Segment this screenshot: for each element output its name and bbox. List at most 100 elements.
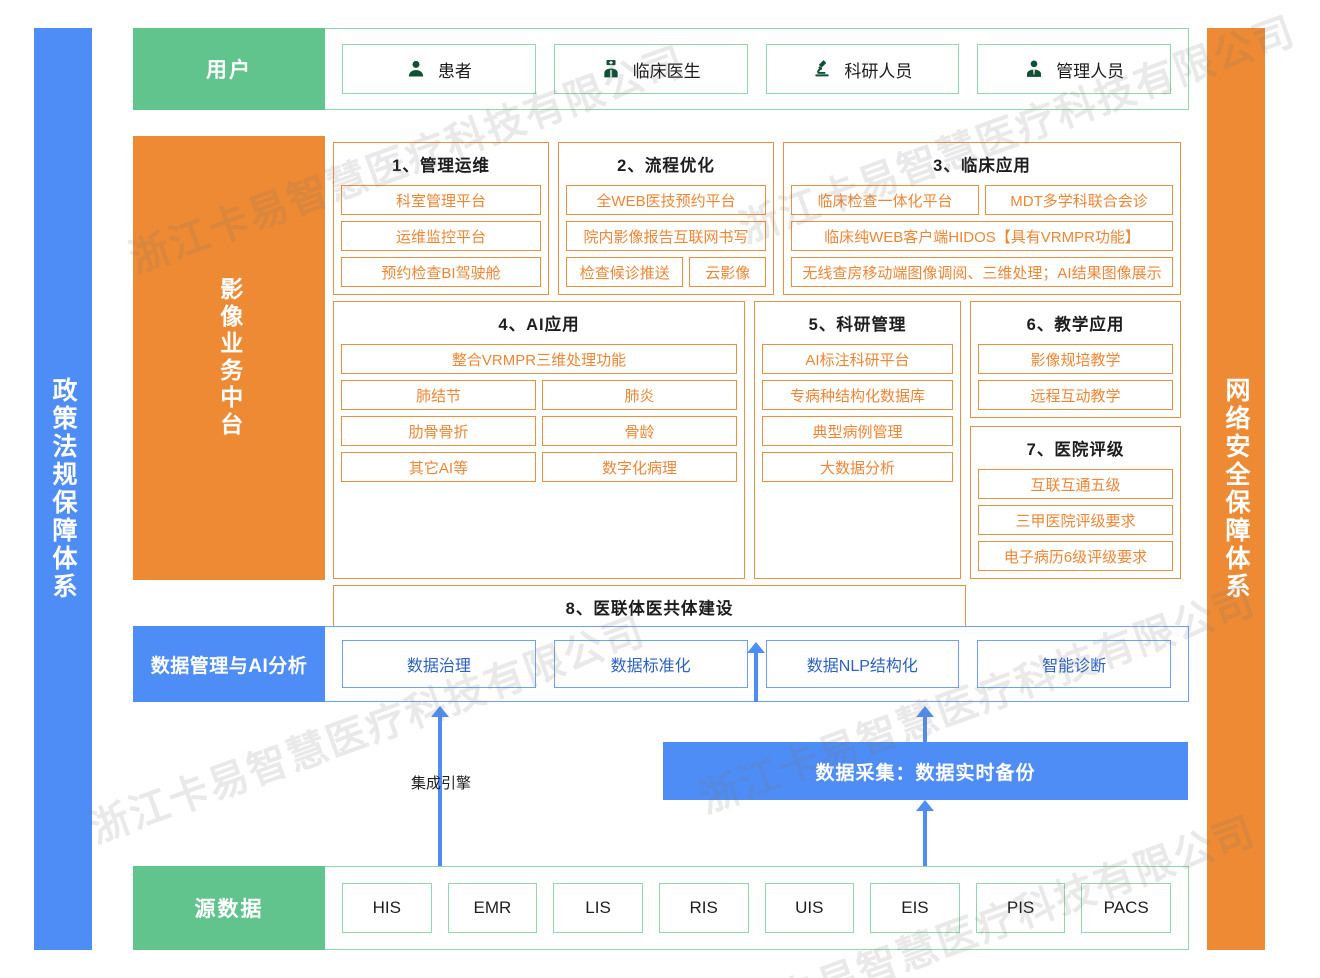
chip-item[interactable]: 远程互动教学 — [978, 380, 1173, 410]
group-title: 3、临床应用 — [933, 157, 1031, 175]
chip-line: 检查候诊推送 云影像 — [566, 257, 766, 287]
user-card-label: 临床医生 — [632, 61, 701, 81]
chip-item[interactable]: 其它AI等 — [341, 452, 536, 482]
chip-item[interactable]: 预约检查BI驾驶舱 — [341, 257, 541, 287]
user-card-patient[interactable]: 患者 — [342, 44, 536, 94]
chip-line: 临床纯WEB客户端HIDOS【具有VRMPR功能】 — [791, 221, 1173, 251]
source-data-label: 源数据 — [133, 866, 325, 950]
chip-item[interactable]: 全WEB医技预约平台 — [566, 185, 766, 215]
chip-line: 无线查房移动端图像调阅、三维处理；AI结果图像展示 — [791, 257, 1173, 287]
chip-line: 电子病历6级评级要求 — [978, 541, 1173, 571]
chip-line: 科室管理平台 — [341, 185, 541, 215]
chip-line: 远程互动教学 — [978, 380, 1173, 410]
data-card-governance[interactable]: 数据治理 — [342, 640, 536, 688]
chip-item[interactable]: 肋骨骨折 — [341, 416, 536, 446]
group-title: 8、医联体医共体建设 — [565, 600, 734, 618]
source-card-pis[interactable]: PIS — [975, 883, 1066, 933]
arrow-integration-engine — [431, 706, 449, 866]
chip-item[interactable]: 整合VRMPR三维处理功能 — [341, 344, 737, 374]
chip-item[interactable]: 电子病历6级评级要求 — [978, 541, 1173, 571]
chip-item[interactable]: 肺炎 — [542, 380, 737, 410]
chip-item[interactable]: 院内影像报告互联网书写 — [566, 221, 766, 251]
user-card-administrator[interactable]: 管理人员 — [977, 44, 1171, 94]
user-card-clinician[interactable]: 临床医生 — [553, 44, 748, 94]
group-management-ops: 1、管理运维 科室管理平台 运维监控平台 预约检查BI驾驶舱 — [333, 142, 549, 295]
platform-group-row-top: 1、管理运维 科室管理平台 运维监控平台 预约检查BI驾驶舱 2、流程优化 全W… — [333, 142, 1181, 295]
users-layer: 用户 患者 临床医生 科研人员 — [133, 28, 1189, 110]
chip-line: 大数据分析 — [762, 452, 953, 482]
chip-item[interactable]: 检查候诊推送 — [566, 257, 684, 287]
arrow-up-to-platform — [747, 642, 765, 702]
source-card-ris[interactable]: RIS — [658, 883, 749, 933]
platform-group-column-right: 6、教学应用 影像规培教学 远程互动教学 7、医院评级 互联互通五级 — [970, 301, 1181, 579]
chip-line: 预约检查BI驾驶舱 — [341, 257, 541, 287]
chip-item[interactable]: AI标注科研平台 — [762, 344, 953, 374]
chip-item[interactable]: 专病种结构化数据库 — [762, 380, 953, 410]
chip-line: 全WEB医技预约平台 — [566, 185, 766, 215]
source-data-layer: 源数据 HIS EMR LIS RIS UIS EIS PIS PACS — [133, 866, 1189, 950]
chip-line: 肋骨骨折 骨龄 — [341, 416, 737, 446]
chip-line: 院内影像报告互联网书写 — [566, 221, 766, 251]
arrow-capture-to-data — [916, 706, 934, 746]
chip-item[interactable]: 典型病例管理 — [762, 416, 953, 446]
chip-line: 影像规培教学 — [978, 344, 1173, 374]
chip-line: 临床检查一体化平台 MDT多学科联合会诊 — [791, 185, 1173, 215]
manager-icon — [1024, 58, 1044, 80]
user-icon — [406, 58, 426, 80]
chip-item[interactable]: 骨龄 — [542, 416, 737, 446]
imaging-platform-label: 影像业务中台 — [133, 136, 325, 580]
user-card-label: 科研人员 — [844, 61, 913, 81]
user-card-researcher[interactable]: 科研人员 — [765, 44, 960, 94]
source-card-uis[interactable]: UIS — [764, 883, 855, 933]
source-card-eis[interactable]: EIS — [870, 883, 960, 933]
chip-line: 三甲医院评级要求 — [978, 505, 1173, 535]
integration-layer: 集成引擎 数据采集：数据实时备份 — [133, 642, 1189, 866]
user-card-label: 管理人员 — [1056, 61, 1125, 81]
policy-regulation-label: 政策法规保障体系 — [49, 377, 77, 601]
chip-item[interactable]: 无线查房移动端图像调阅、三维处理；AI结果图像展示 — [791, 257, 1173, 287]
group-title: 1、管理运维 — [392, 157, 490, 175]
source-card-pacs[interactable]: PACS — [1081, 883, 1171, 933]
chip-item[interactable]: MDT多学科联合会诊 — [985, 185, 1173, 215]
data-card-intelligent-diagnosis[interactable]: 智能诊断 — [977, 640, 1171, 688]
user-card-label: 患者 — [437, 61, 472, 81]
source-card-emr[interactable]: EMR — [447, 883, 538, 933]
data-management-layer: 数据管理与AI分析 数据治理 数据标准化 数据NLP结构化 智能诊断 — [133, 626, 1189, 702]
arrow-source-to-capture — [916, 800, 934, 866]
chip-line: 典型病例管理 — [762, 416, 953, 446]
chip-item[interactable]: 数字化病理 — [542, 452, 737, 482]
chip-item[interactable]: 互联互通五级 — [978, 469, 1173, 499]
chip-item[interactable]: 临床检查一体化平台 — [791, 185, 979, 215]
source-card-his[interactable]: HIS — [342, 883, 432, 933]
imaging-platform-layer: 影像业务中台 1、管理运维 科室管理平台 运维监控平台 预约检查BI驾驶舱 — [133, 136, 1189, 666]
doctor-icon — [601, 58, 621, 80]
chip-item[interactable]: 云影像 — [689, 257, 766, 287]
chip-item[interactable]: 运维监控平台 — [341, 221, 541, 251]
source-card-lis[interactable]: LIS — [553, 883, 643, 933]
chip-line: 专病种结构化数据库 — [762, 380, 953, 410]
group-title: 4、AI应用 — [498, 316, 580, 334]
chip-line: 互联互通五级 — [978, 469, 1173, 499]
group-title: 6、教学应用 — [1026, 316, 1125, 334]
network-security-label: 网络安全保障体系 — [1222, 377, 1250, 601]
chip-item[interactable]: 大数据分析 — [762, 452, 953, 482]
platform-group-row-middle: 4、AI应用 整合VRMPR三维处理功能 肺结节 肺炎 肋骨骨折 骨龄 其它AI… — [333, 301, 1181, 579]
data-card-nlp-structuring[interactable]: 数据NLP结构化 — [765, 640, 960, 688]
chip-item[interactable]: 影像规培教学 — [978, 344, 1173, 374]
data-card-standardization[interactable]: 数据标准化 — [553, 640, 748, 688]
chip-line: AI标注科研平台 — [762, 344, 953, 374]
group-title: 2、流程优化 — [617, 157, 715, 175]
chip-item[interactable]: 科室管理平台 — [341, 185, 541, 215]
imaging-platform-body: 1、管理运维 科室管理平台 运维监控平台 预约检查BI驾驶舱 2、流程优化 全W… — [325, 136, 1189, 666]
group-title: 5、科研管理 — [808, 316, 907, 334]
users-layer-label: 用户 — [133, 28, 325, 110]
chip-item[interactable]: 三甲医院评级要求 — [978, 505, 1173, 535]
chip-line: 其它AI等 数字化病理 — [341, 452, 737, 482]
group-ai-application: 4、AI应用 整合VRMPR三维处理功能 肺结节 肺炎 肋骨骨折 骨龄 其它AI… — [333, 301, 745, 579]
data-management-label: 数据管理与AI分析 — [133, 626, 325, 702]
chip-item[interactable]: 肺结节 — [341, 380, 536, 410]
chip-item[interactable]: 临床纯WEB客户端HIDOS【具有VRMPR功能】 — [791, 221, 1173, 251]
data-capture-bar: 数据采集：数据实时备份 — [663, 742, 1188, 800]
source-data-body: HIS EMR LIS RIS UIS EIS PIS PACS — [325, 866, 1189, 950]
